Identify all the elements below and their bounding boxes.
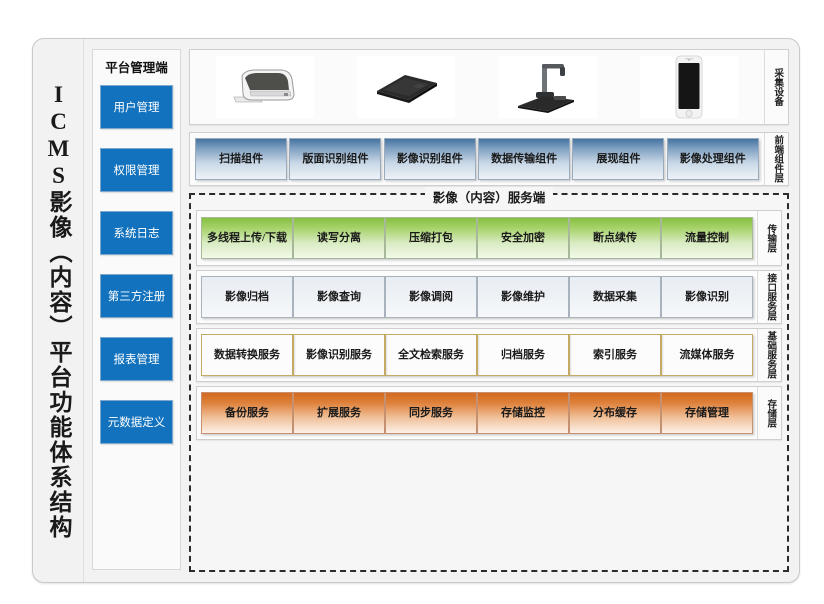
basic-index-service[interactable]: 索引服务 bbox=[569, 334, 661, 376]
transport-read-write-separation[interactable]: 读写分离 bbox=[293, 217, 385, 259]
transport-secure-encryption[interactable]: 安全加密 bbox=[477, 217, 569, 259]
transport-flow-control[interactable]: 流量控制 bbox=[661, 217, 753, 259]
transport-layer-band: 多线程上传/下载 读写分离 压缩打包 安全加密 断点续传 流量控制 传输层 bbox=[196, 210, 782, 266]
component-presentation[interactable]: 展现组件 bbox=[572, 138, 665, 180]
basic-service-layer-band: 数据转换服务 影像识别服务 全文检索服务 归档服务 索引服务 流媒体服务 基础服… bbox=[196, 328, 782, 382]
architecture-layers: 采集设备 扫描组件 版面识别组件 影像识别组件 数据传输组件 展现组件 影像处理… bbox=[187, 39, 799, 582]
storage-distributed-cache[interactable]: 分布缓存 bbox=[569, 392, 661, 434]
smartphone-icon bbox=[640, 55, 739, 119]
document-camera-icon bbox=[498, 56, 597, 118]
page-title: ICMS影像（内容）平台功能体系结构 bbox=[46, 81, 72, 540]
capture-devices-label: 采集设备 bbox=[764, 50, 788, 124]
interface-service-layer-label: 接口服务层 bbox=[757, 271, 781, 323]
interface-service-layer-band: 影像归档 影像查询 影像调阅 影像维护 数据采集 影像识别 接口服务层 bbox=[196, 270, 782, 324]
frontend-components-label: 前端组件层 bbox=[764, 133, 788, 185]
storage-management[interactable]: 存储管理 bbox=[661, 392, 753, 434]
storage-layer-label: 存储层 bbox=[757, 387, 781, 439]
basic-data-conversion-service[interactable]: 数据转换服务 bbox=[201, 334, 293, 376]
diagram-vertical-title: ICMS影像（内容）平台功能体系结构 bbox=[33, 39, 84, 582]
storage-sync-service[interactable]: 同步服务 bbox=[385, 392, 477, 434]
sidebar-item-metadata-definition[interactable]: 元数据定义 bbox=[99, 400, 173, 444]
basic-image-recognition-service[interactable]: 影像识别服务 bbox=[293, 334, 385, 376]
basic-service-layer-list: 数据转换服务 影像识别服务 全文检索服务 归档服务 索引服务 流媒体服务 bbox=[197, 329, 757, 381]
sidebar-item-report-management[interactable]: 报表管理 bbox=[99, 337, 173, 381]
interface-image-query[interactable]: 影像查询 bbox=[293, 276, 385, 318]
interface-image-maintenance[interactable]: 影像维护 bbox=[477, 276, 569, 318]
sheetfed-scanner-icon bbox=[215, 56, 314, 118]
basic-archive-service[interactable]: 归档服务 bbox=[477, 334, 569, 376]
sidebar-item-third-party-registration[interactable]: 第三方注册 bbox=[99, 274, 173, 318]
transport-layer-label: 传输层 bbox=[757, 211, 781, 265]
capture-devices-list bbox=[190, 50, 764, 124]
storage-backup-service[interactable]: 备份服务 bbox=[201, 392, 293, 434]
component-image-processing[interactable]: 影像处理组件 bbox=[666, 138, 759, 180]
storage-monitoring[interactable]: 存储监控 bbox=[477, 392, 569, 434]
storage-layer-list: 备份服务 扩展服务 同步服务 存储监控 分布缓存 存储管理 bbox=[197, 387, 757, 439]
interface-image-review[interactable]: 影像调阅 bbox=[385, 276, 477, 318]
component-image-recognition[interactable]: 影像识别组件 bbox=[383, 138, 476, 180]
image-content-server-region: 影像（内容）服务端 多线程上传/下载 读写分离 压缩打包 安全加密 断点续传 流… bbox=[189, 187, 789, 572]
basic-fulltext-search-service[interactable]: 全文检索服务 bbox=[385, 334, 477, 376]
component-data-transfer[interactable]: 数据传输组件 bbox=[478, 138, 571, 180]
basic-streaming-media-service[interactable]: 流媒体服务 bbox=[661, 334, 753, 376]
interface-image-recognition[interactable]: 影像识别 bbox=[661, 276, 753, 318]
flatbed-scanner-icon bbox=[357, 56, 456, 118]
transport-multithread-upload-download[interactable]: 多线程上传/下载 bbox=[201, 217, 293, 259]
sidebar-item-system-log[interactable]: 系统日志 bbox=[99, 211, 173, 255]
interface-data-collection[interactable]: 数据采集 bbox=[569, 276, 661, 318]
interface-service-layer-list: 影像归档 影像查询 影像调阅 影像维护 数据采集 影像识别 bbox=[197, 271, 757, 323]
frontend-components-band: 扫描组件 版面识别组件 影像识别组件 数据传输组件 展现组件 影像处理组件 前端… bbox=[189, 132, 789, 186]
transport-compress-package[interactable]: 压缩打包 bbox=[385, 217, 477, 259]
sidebar-item-permission-management[interactable]: 权限管理 bbox=[99, 148, 173, 192]
transport-resume-transfer[interactable]: 断点续传 bbox=[569, 217, 661, 259]
platform-admin-sidebar: 平台管理端 用户管理 权限管理 系统日志 第三方注册 报表管理 元数据定义 bbox=[91, 49, 181, 570]
sidebar-item-user-management[interactable]: 用户管理 bbox=[99, 85, 173, 129]
storage-expansion-service[interactable]: 扩展服务 bbox=[293, 392, 385, 434]
frontend-components-list: 扫描组件 版面识别组件 影像识别组件 数据传输组件 展现组件 影像处理组件 bbox=[190, 133, 764, 185]
component-layout-recognition[interactable]: 版面识别组件 bbox=[289, 138, 382, 180]
basic-service-layer-label: 基础服务层 bbox=[757, 329, 781, 381]
sidebar-title: 平台管理端 bbox=[105, 61, 168, 75]
server-region-title: 影像（内容）服务端 bbox=[424, 187, 554, 206]
capture-devices-band: 采集设备 bbox=[189, 49, 789, 125]
interface-image-archive[interactable]: 影像归档 bbox=[201, 276, 293, 318]
storage-layer-band: 备份服务 扩展服务 同步服务 存储监控 分布缓存 存储管理 存储层 bbox=[196, 386, 782, 440]
transport-layer-list: 多线程上传/下载 读写分离 压缩打包 安全加密 断点续传 流量控制 bbox=[197, 211, 757, 265]
component-scan[interactable]: 扫描组件 bbox=[195, 138, 288, 180]
diagram-frame: ICMS影像（内容）平台功能体系结构 平台管理端 用户管理 权限管理 系统日志 … bbox=[32, 38, 800, 583]
